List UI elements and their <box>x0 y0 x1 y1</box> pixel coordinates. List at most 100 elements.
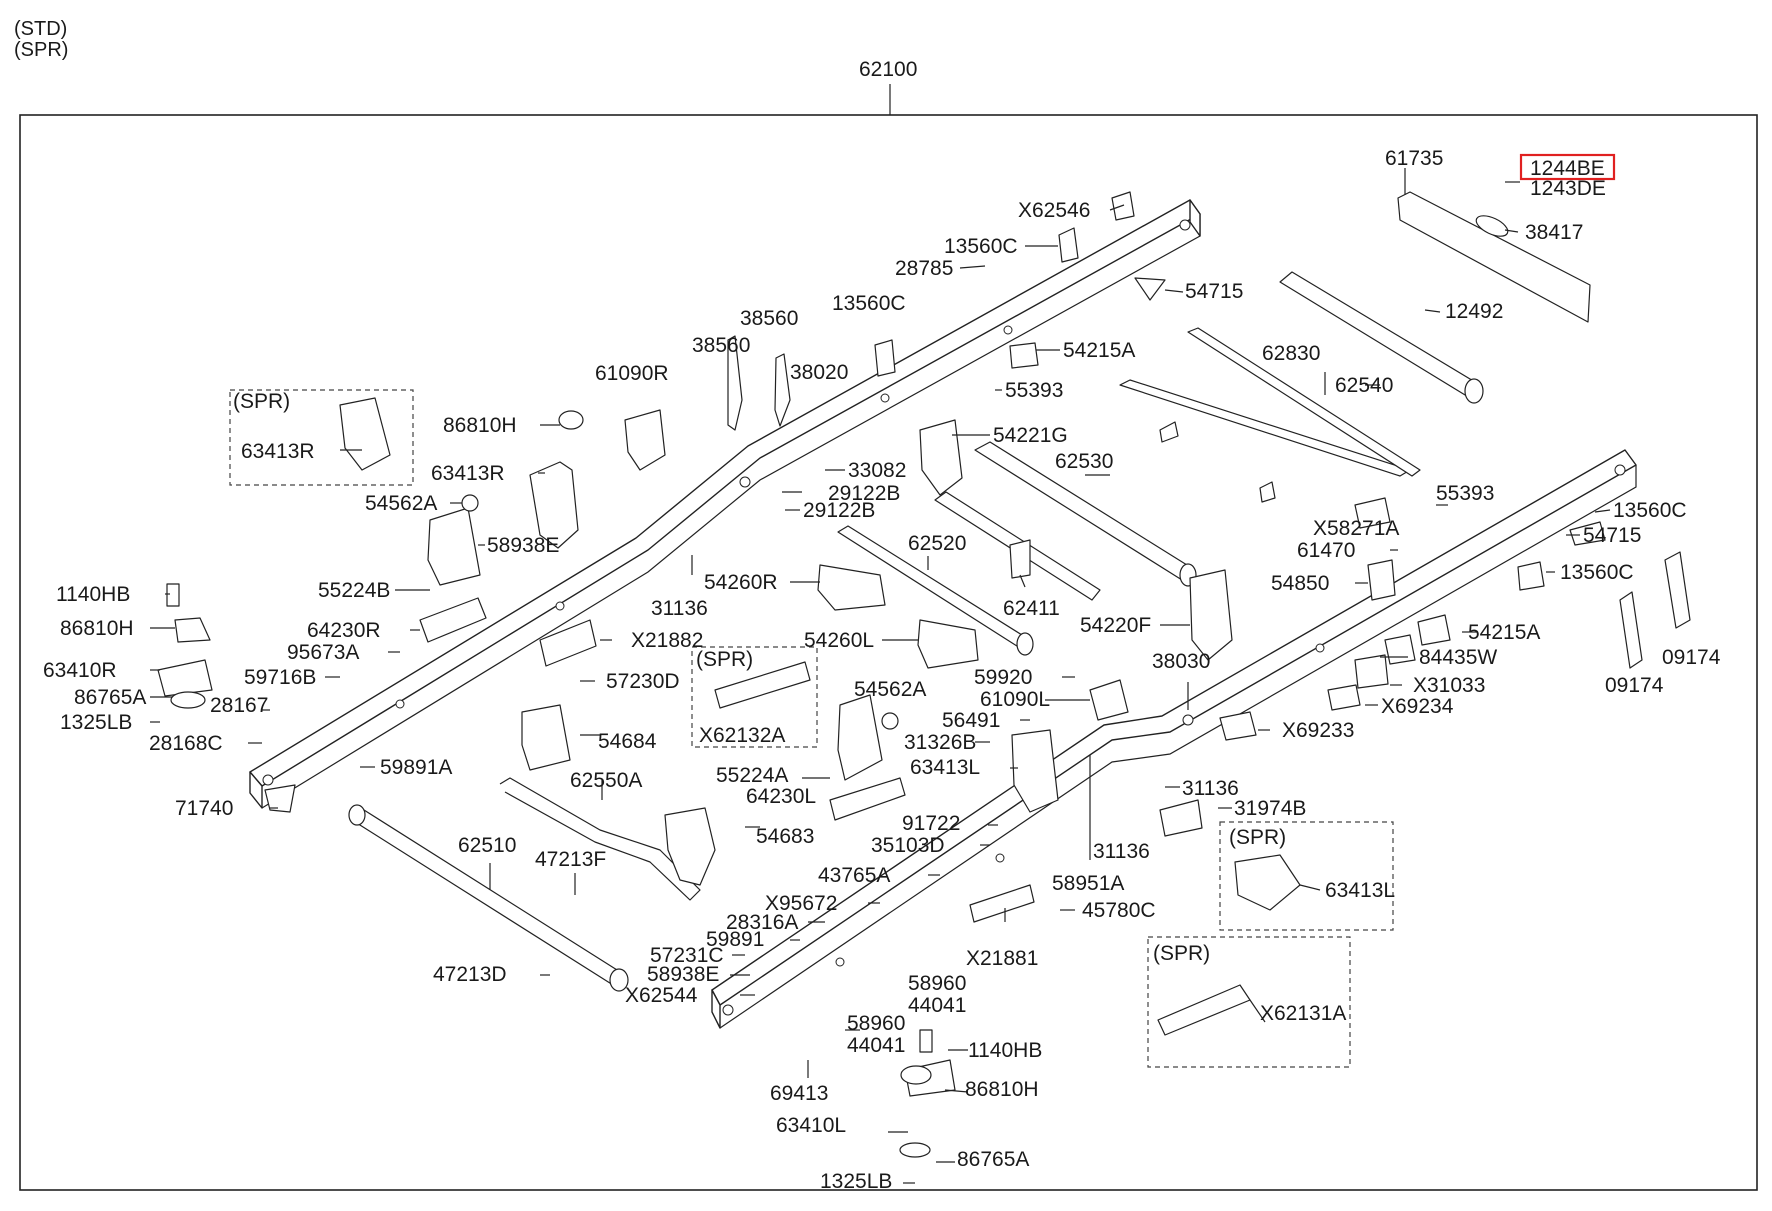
part-label[interactable]: 63413R <box>431 462 505 485</box>
part-label[interactable]: 58938E <box>647 963 719 986</box>
part-label[interactable]: 1325LB <box>60 711 132 734</box>
part-label[interactable]: 63413L <box>1325 879 1395 902</box>
part-label[interactable]: 84435W <box>1419 646 1497 669</box>
part-label[interactable]: X62132A <box>699 724 785 747</box>
part-label[interactable]: 29122B <box>803 499 875 522</box>
part-label[interactable]: 91722 <box>902 812 960 835</box>
part-label[interactable]: 54562A <box>854 678 926 701</box>
part-label[interactable]: 54260L <box>804 629 874 652</box>
part-label[interactable]: 1140HB <box>968 1039 1042 1062</box>
part-label[interactable]: 55224B <box>318 579 390 602</box>
part-label[interactable]: 69413 <box>770 1082 828 1105</box>
part-label[interactable]: 71740 <box>175 797 233 820</box>
part-label[interactable]: 62540 <box>1335 374 1393 397</box>
part-label[interactable]: 13560C <box>832 292 906 315</box>
part-label[interactable]: X69234 <box>1381 695 1454 718</box>
part-label[interactable]: 64230L <box>746 785 816 808</box>
part-label[interactable]: X21881 <box>966 947 1038 970</box>
part-label[interactable]: 29122B <box>828 482 900 505</box>
part-label[interactable]: 58951A <box>1052 872 1124 895</box>
part-label[interactable]: 62510 <box>458 834 516 857</box>
part-label[interactable]: 28168C <box>149 732 223 755</box>
part-label[interactable]: X69233 <box>1282 719 1354 742</box>
part-label[interactable]: 31326B <box>904 731 976 754</box>
part-label[interactable]: 86810H <box>443 414 517 437</box>
part-label[interactable]: 44041 <box>908 994 966 1017</box>
part-label[interactable]: X58271A <box>1313 517 1399 540</box>
part-label[interactable]: 54715 <box>1185 280 1243 303</box>
part-label[interactable]: 38560 <box>692 334 750 357</box>
part-label[interactable]: 38030 <box>1152 650 1210 673</box>
part-label[interactable]: 86765A <box>74 686 146 709</box>
part-label[interactable]: 63410R <box>43 659 117 682</box>
part-label[interactable]: 59716B <box>244 666 316 689</box>
part-label[interactable]: 58938E <box>487 534 559 557</box>
part-label[interactable]: 31974B <box>1234 797 1306 820</box>
part-label[interactable]: 86810H <box>60 617 134 640</box>
part-label[interactable]: 09174 <box>1605 674 1664 697</box>
part-label[interactable]: 1243DE <box>1530 177 1606 200</box>
part-label[interactable]: 57230D <box>606 670 680 693</box>
part-label[interactable]: 28316A <box>726 911 798 934</box>
part-label[interactable]: 1325LB <box>820 1170 892 1193</box>
part-label[interactable]: 61735 <box>1385 147 1443 170</box>
part-label[interactable]: 54220F <box>1080 614 1151 637</box>
part-label[interactable]: 59891 <box>706 928 764 951</box>
part-label[interactable]: 62830 <box>1262 342 1320 365</box>
part-label[interactable]: 38560 <box>740 307 798 330</box>
main-assembly-label[interactable]: 62100 <box>859 58 917 81</box>
part-label[interactable]: 43765A <box>818 864 890 887</box>
part-label[interactable]: 45780C <box>1082 899 1156 922</box>
part-label[interactable]: 13560C <box>1560 561 1634 584</box>
part-label[interactable]: 47213F <box>535 848 606 871</box>
part-label[interactable]: 38020 <box>790 361 848 384</box>
part-label[interactable]: X62546 <box>1018 199 1090 222</box>
part-label[interactable]: 55393 <box>1436 482 1494 505</box>
part-label[interactable]: 59920 <box>974 666 1032 689</box>
part-label[interactable]: 54683 <box>756 825 814 848</box>
part-label[interactable]: 86765A <box>957 1148 1029 1171</box>
part-label[interactable]: 54850 <box>1271 572 1329 595</box>
part-label[interactable]: 38417 <box>1525 221 1583 244</box>
part-label[interactable]: 95673A <box>287 641 359 664</box>
part-label[interactable]: 54221G <box>993 424 1068 447</box>
part-label[interactable]: 31136 <box>651 597 708 620</box>
part-label[interactable]: 54215A <box>1468 621 1540 644</box>
part-label[interactable]: 55224A <box>716 764 788 787</box>
part-label[interactable]: 31136 <box>1093 840 1150 863</box>
part-label[interactable]: X21882 <box>631 629 703 652</box>
part-label-highlighted[interactable]: 1244BE <box>1530 157 1605 180</box>
part-label[interactable]: 59891A <box>380 756 452 779</box>
part-label[interactable]: 62550A <box>570 769 642 792</box>
part-label[interactable]: 63410L <box>776 1114 846 1137</box>
part-label[interactable]: 64230R <box>307 619 381 642</box>
part-label[interactable]: 62411 <box>1003 597 1060 620</box>
part-label[interactable]: 28785 <box>895 257 953 280</box>
part-label[interactable]: 62530 <box>1055 450 1113 473</box>
part-label[interactable]: 13560C <box>1613 499 1687 522</box>
part-label[interactable]: 58960 <box>847 1012 905 1035</box>
part-label[interactable]: 61090R <box>595 362 669 385</box>
part-label[interactable]: 58960 <box>908 972 966 995</box>
part-label[interactable]: 63413R <box>241 440 315 463</box>
part-label[interactable]: 54562A <box>365 492 437 515</box>
part-label[interactable]: X62131A <box>1260 1002 1346 1025</box>
part-label[interactable]: 54684 <box>598 730 657 753</box>
part-label[interactable]: 54715 <box>1583 524 1641 547</box>
part-label[interactable]: 61470 <box>1297 539 1355 562</box>
part-label[interactable]: 1140HB <box>56 583 130 606</box>
part-label[interactable]: 54215A <box>1063 339 1135 362</box>
part-label[interactable]: 86810H <box>965 1078 1039 1101</box>
part-label[interactable]: X95672 <box>765 892 837 915</box>
part-label[interactable]: 31136 <box>1182 777 1239 800</box>
part-label[interactable]: 56491 <box>942 709 1000 732</box>
part-label[interactable]: 55393 <box>1005 379 1063 402</box>
part-label[interactable]: 28167 <box>210 694 268 717</box>
part-label[interactable]: 13560C <box>944 235 1018 258</box>
part-label[interactable]: 57231C <box>650 944 724 967</box>
part-label[interactable]: 54260R <box>704 571 778 594</box>
part-label[interactable]: X31033 <box>1413 674 1485 697</box>
part-label[interactable]: 09174 <box>1662 646 1721 669</box>
part-label[interactable]: 33082 <box>848 459 906 482</box>
part-label[interactable]: 44041 <box>847 1034 905 1057</box>
